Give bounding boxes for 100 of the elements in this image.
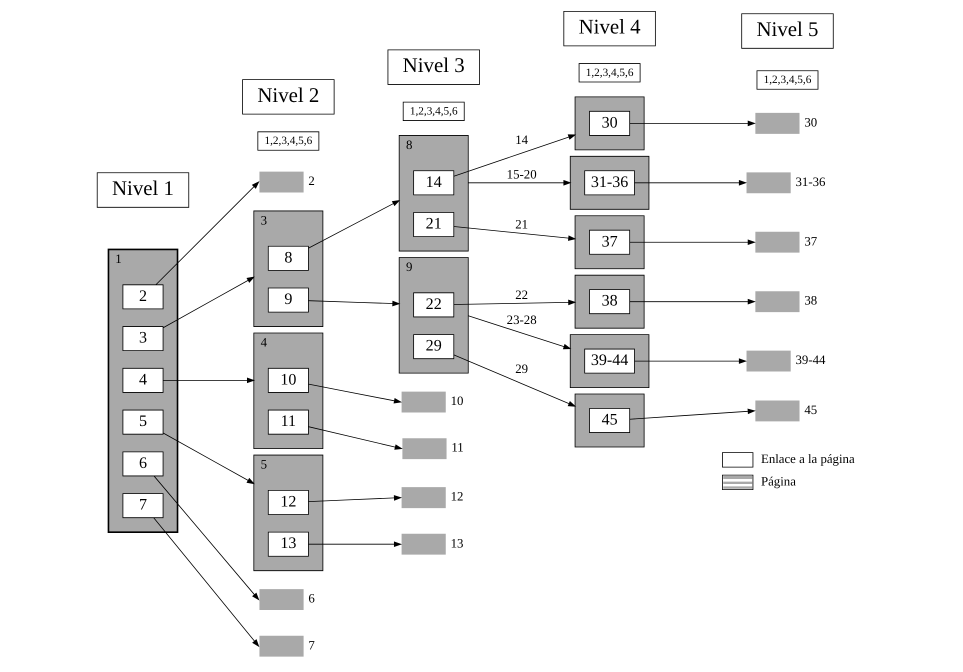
cluster xyxy=(253,454,324,572)
node-label: 10 xyxy=(450,394,464,408)
arrow xyxy=(629,408,756,420)
arrow xyxy=(308,495,402,502)
node-label: 30 xyxy=(804,115,818,130)
node-box: 2 xyxy=(122,284,164,310)
node-label: 3 xyxy=(260,213,268,228)
node-label: 2 xyxy=(308,174,315,188)
node-box: 22 xyxy=(413,292,454,318)
node-label: 45 xyxy=(804,402,818,417)
node-box: 11 xyxy=(268,410,309,435)
node-box: 14 xyxy=(413,170,454,196)
node-label: 4 xyxy=(260,335,268,350)
arrow xyxy=(629,239,756,246)
node-box: 7 xyxy=(122,493,164,518)
node-box: 30 xyxy=(589,110,630,136)
arrow xyxy=(634,180,747,186)
node-box: 9 xyxy=(268,288,309,313)
node-box: 6 xyxy=(122,451,164,476)
node-box: 1,2,3,4,5,6 xyxy=(578,63,641,82)
edge-label: 21 xyxy=(515,217,528,232)
arrow xyxy=(468,180,572,186)
node-box xyxy=(259,589,304,610)
arrow xyxy=(308,426,403,450)
node-box xyxy=(402,392,446,412)
arrow xyxy=(453,134,576,177)
node-label: 8 xyxy=(406,138,412,152)
edge-label: 29 xyxy=(515,362,528,376)
arrow xyxy=(453,226,576,241)
node-label: 12 xyxy=(450,490,464,504)
cluster xyxy=(574,96,645,150)
node-box: 8 xyxy=(268,246,309,271)
arrow xyxy=(629,298,756,304)
node-label: 38 xyxy=(804,294,818,308)
node-box xyxy=(402,487,446,508)
arrow xyxy=(162,276,255,328)
legend-label: Enlace a la página xyxy=(760,452,855,466)
cluster xyxy=(253,332,324,450)
cluster xyxy=(574,274,645,329)
arrow xyxy=(468,315,572,350)
node-box: 31-36 xyxy=(584,170,635,196)
arrow xyxy=(155,181,260,286)
arrow xyxy=(634,358,747,364)
node-box: 39-44 xyxy=(584,348,635,374)
node-label: 11 xyxy=(451,440,464,455)
node-box xyxy=(746,172,791,194)
node-label: 7 xyxy=(308,638,315,652)
edge-label: 14 xyxy=(515,133,528,148)
node-label: 39-44 xyxy=(796,353,826,368)
node-box: 13 xyxy=(268,532,309,557)
node-box xyxy=(746,350,791,372)
node-box: 3 xyxy=(122,326,164,352)
node-box: 37 xyxy=(589,230,630,255)
arrow xyxy=(308,384,402,404)
node-box: Nivel 2 xyxy=(242,79,335,115)
node-box xyxy=(755,291,800,312)
arrow xyxy=(308,300,400,306)
node-label: 1 xyxy=(115,252,122,266)
cluster xyxy=(253,210,324,327)
node-box xyxy=(259,636,304,657)
node-box: 10 xyxy=(268,368,309,393)
node-box: 5 xyxy=(122,410,164,435)
legend-label: Página xyxy=(760,474,796,488)
node-box: 1,2,3,4,5,6 xyxy=(756,70,818,90)
cluster xyxy=(570,334,650,388)
cluster xyxy=(398,257,469,374)
node-box xyxy=(259,172,304,192)
arrow xyxy=(162,432,255,484)
arrow xyxy=(153,517,260,648)
cluster xyxy=(108,248,178,533)
arrow xyxy=(308,541,402,548)
cluster xyxy=(570,156,650,210)
node-label: 5 xyxy=(260,458,268,472)
arrow xyxy=(308,200,400,249)
node-box: 45 xyxy=(589,408,630,433)
edge-label: 23-28 xyxy=(506,312,537,327)
edge-label: 22 xyxy=(515,288,528,302)
cluster xyxy=(574,215,645,270)
edge-label: 15-20 xyxy=(506,168,537,182)
arrow xyxy=(154,476,260,601)
node-box: Nivel 5 xyxy=(741,13,834,49)
node-label: 6 xyxy=(308,592,315,606)
node-box: 1,2,3,4,5,6 xyxy=(257,131,320,151)
arrow xyxy=(162,378,256,384)
node-box: 38 xyxy=(589,289,630,314)
cluster xyxy=(398,135,469,252)
node-label: 31-36 xyxy=(796,174,826,189)
node-box xyxy=(755,232,800,253)
node-box xyxy=(402,438,447,460)
arrow xyxy=(453,300,576,306)
node-box: 12 xyxy=(268,490,309,515)
node-box: Nivel 4 xyxy=(563,10,656,46)
node-label: 9 xyxy=(406,260,412,274)
node-box xyxy=(755,400,800,422)
cluster xyxy=(574,394,645,448)
node-box xyxy=(755,112,800,134)
node-label: 37 xyxy=(804,234,818,248)
node-box: 29 xyxy=(413,334,454,360)
node-box: Nivel 3 xyxy=(388,49,480,85)
node-box: 1,2,3,4,5,6 xyxy=(402,102,465,121)
